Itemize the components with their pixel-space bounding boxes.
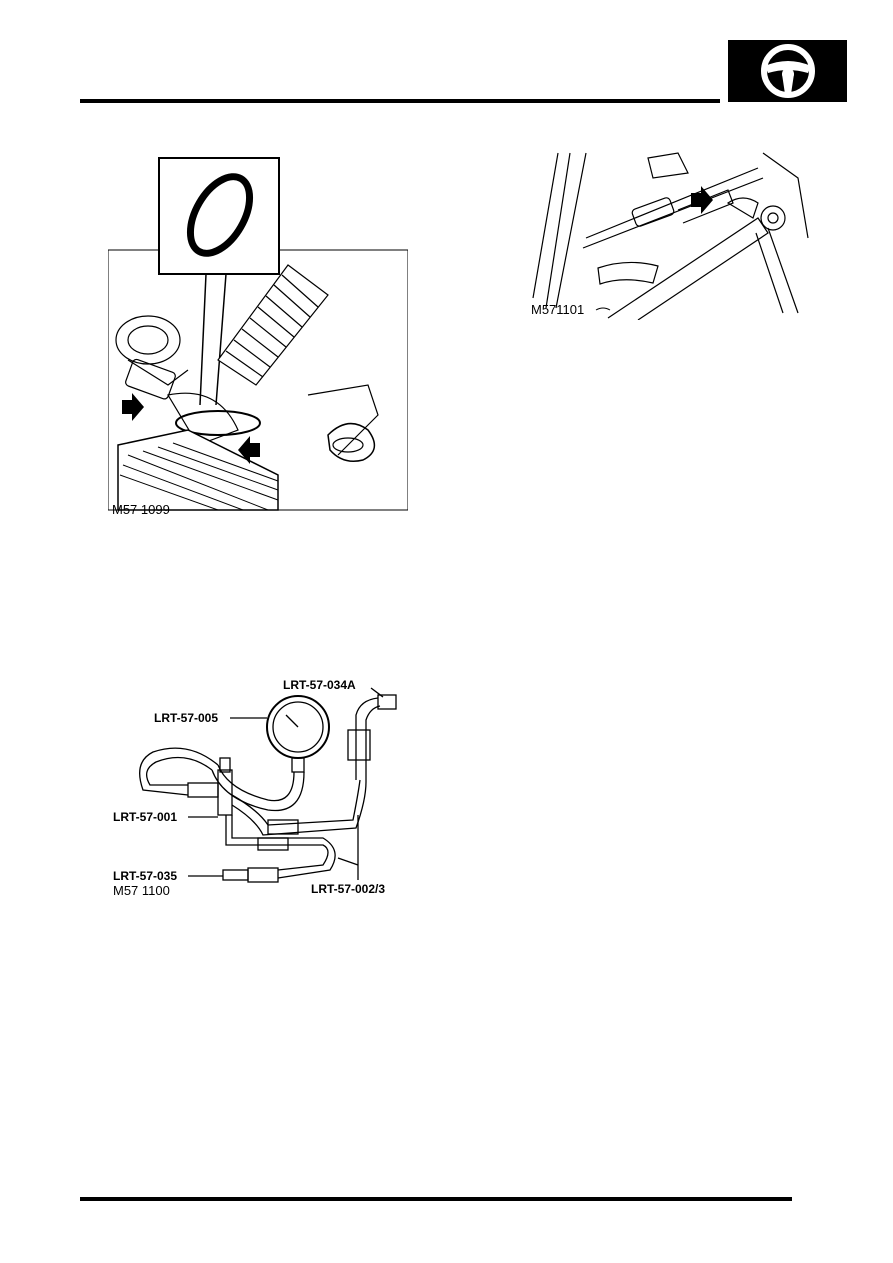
figure-label: M57 1099 <box>112 502 170 517</box>
callout-valve: LRT-57-001 <box>113 810 178 824</box>
figure-label: M57 1100 <box>113 883 170 898</box>
arrow-hose-connector <box>691 186 713 214</box>
steering-wheel-icon <box>761 44 815 98</box>
figure-hose-connection: M571101 <box>528 148 813 320</box>
header-rule <box>80 99 720 103</box>
callout-connector: LRT-57-035 <box>113 869 178 883</box>
hose-connection-illustration <box>532 152 809 320</box>
callout-adaptor: LRT-57-034A <box>283 678 356 692</box>
tee-valve <box>217 769 233 816</box>
arrow-right-clamp <box>238 436 260 464</box>
callout-hoses: LRT-57-002/3 <box>311 882 386 896</box>
pressure-test-kit-illustration <box>139 687 397 883</box>
air-intake-illustration <box>108 157 408 511</box>
figure-label: M571101 <box>531 302 585 317</box>
figure-pressure-test-kit: LRT-57-034A LRT-57-005 LRT-57-001 LRT-57… <box>108 670 408 902</box>
figure-air-intake: M57 1099 <box>108 155 408 517</box>
footer-rule <box>80 1197 792 1201</box>
callout-gauge: LRT-57-005 <box>154 711 219 725</box>
arrow-left-clamp <box>122 393 144 421</box>
section-tab[interactable] <box>728 40 847 102</box>
